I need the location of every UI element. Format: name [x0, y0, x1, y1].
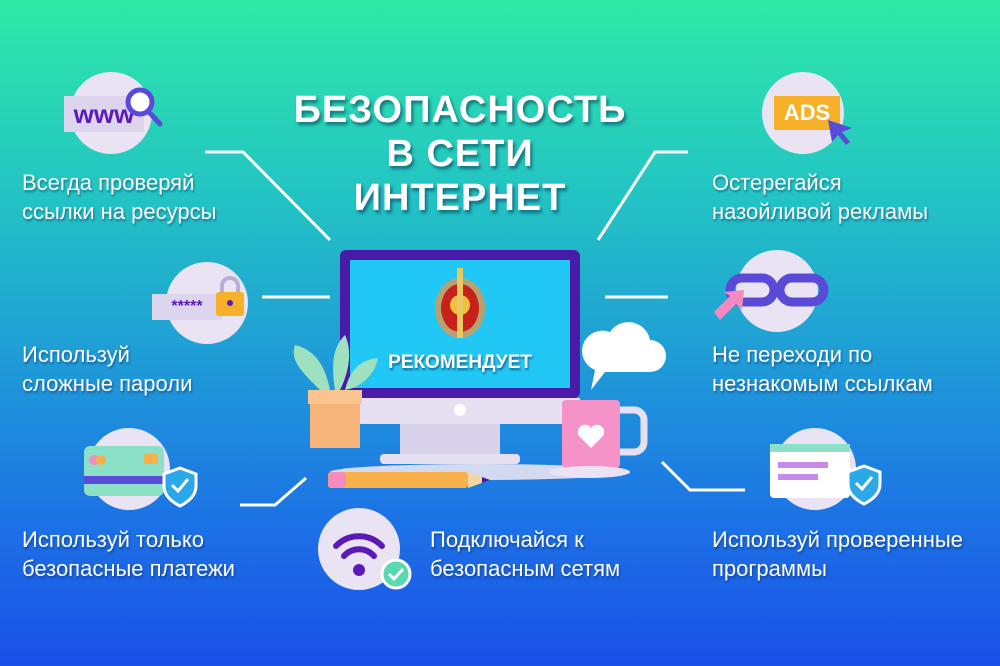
tip-text: Используй только: [22, 527, 205, 552]
tip-unknown-links: Не переходи по незнакомым ссылкам: [712, 340, 933, 398]
tip-text: сложные пароли: [22, 371, 193, 396]
tip-text: Подключайся к: [430, 527, 584, 552]
tip-safe-networks: Подключайся к безопасным сетям: [430, 525, 620, 583]
tip-avoid-ads: Остерегайся назойливой рекламы: [712, 168, 928, 226]
tip-text: назойливой рекламы: [712, 199, 929, 224]
tip-text: Используй: [22, 342, 130, 367]
tip-text: Остерегайся: [712, 170, 842, 195]
tip-text: ссылки на ресурсы: [22, 199, 217, 224]
chain-link-icon: [714, 250, 829, 332]
ads-cursor-icon: ADS: [762, 72, 852, 154]
tip-text: незнакомым ссылкам: [712, 371, 933, 396]
tip-text: Всегда проверяй: [22, 170, 195, 195]
password-text: *****: [152, 294, 222, 320]
title-line: ИНТЕРНЕТ: [353, 177, 567, 219]
tip-text: безопасным сетям: [430, 556, 621, 581]
tip-verified-programs: Используй проверенные программы: [712, 525, 963, 583]
desk-scene: [293, 250, 666, 488]
verified-program-icon: [770, 428, 882, 510]
www-search-icon: www: [64, 72, 163, 154]
tip-safe-payments: Используй только безопасные платежи: [22, 525, 235, 583]
secure-card-icon: [84, 428, 198, 510]
tip-check-links: Всегда проверяй ссылки на ресурсы: [22, 168, 216, 226]
tip-text: безопасные платежи: [22, 556, 235, 581]
title-line: В СЕТИ: [386, 133, 534, 175]
tip-text: Используй проверенные: [712, 527, 963, 552]
page-title: БЕЗОПАСНОСТЬ В СЕТИ ИНТЕРНЕТ: [250, 88, 670, 220]
monitor-illustration: РЕКОМЕНДУЕТ: [290, 250, 670, 500]
title-line: БЕЗОПАСНОСТЬ: [293, 89, 627, 131]
screen-text: РЕКОМЕНДУЕТ: [388, 352, 532, 373]
password-lock-icon: *****: [152, 262, 248, 344]
tip-strong-passwords: Используй сложные пароли: [22, 340, 192, 398]
tip-text: Не переходи по: [712, 342, 873, 367]
secure-wifi-icon: [318, 508, 412, 590]
tip-text: программы: [712, 556, 827, 581]
